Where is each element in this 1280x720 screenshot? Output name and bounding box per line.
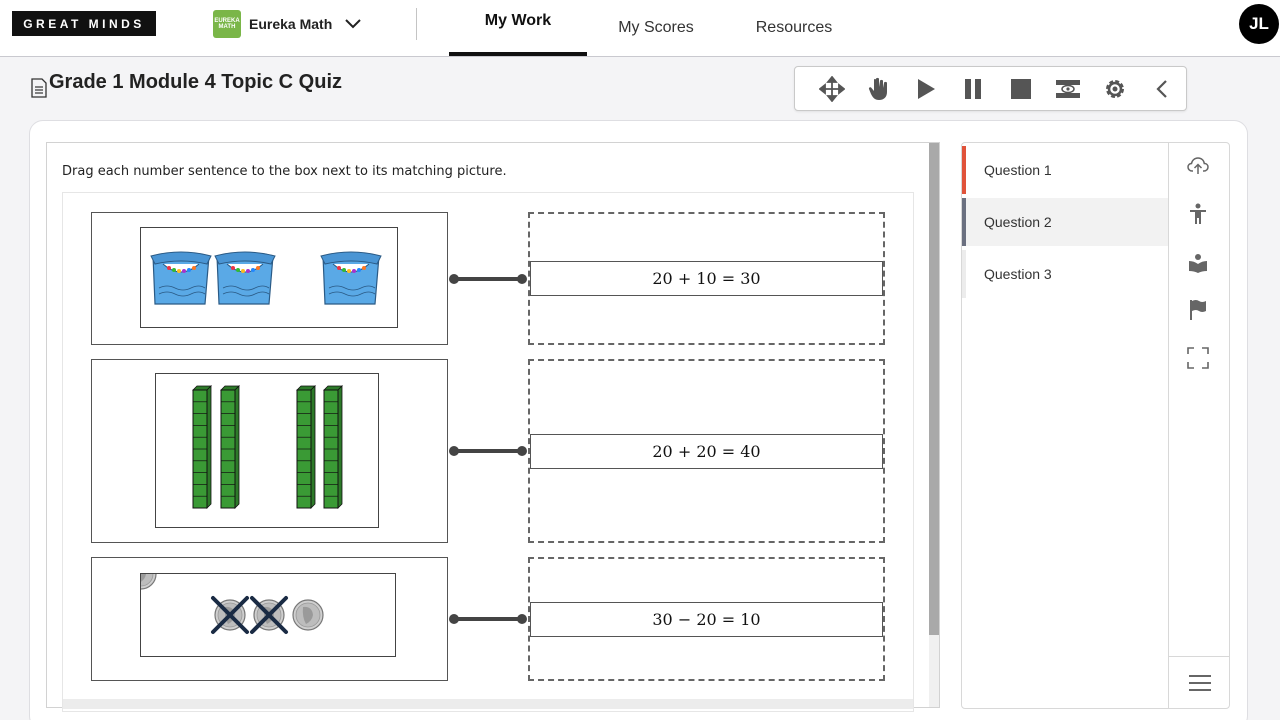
connector-line [454,277,522,281]
assessment-toolbar [794,66,1187,111]
product-switcher[interactable]: EUREKA MATH Eureka Math [213,10,366,38]
line-reader-icon[interactable] [1044,71,1091,107]
top-navigation: GREAT MINDS EUREKA MATH Eureka Math My W… [0,0,1280,57]
drop-zone-3[interactable] [528,557,885,681]
picture-card-crayon-boxes [91,212,448,345]
question-instruction: Drag each number sentence to the box nex… [62,164,507,179]
tab-resources[interactable]: Resources [755,19,833,36]
picture-frame [140,227,398,328]
answer-tile-2[interactable]: 20 + 20 = 40 [530,434,883,469]
connector-dot [517,274,527,284]
reader-book-icon[interactable] [1185,250,1211,276]
picture-frame [155,373,379,528]
tab-my-work[interactable]: My Work [449,0,587,56]
connector-line [454,617,522,621]
connector-dot [449,446,459,456]
connector-dot [449,274,459,284]
stop-icon[interactable] [997,71,1044,107]
connector-dot [517,614,527,624]
document-icon [31,78,47,103]
pointer-hand-icon[interactable] [855,71,902,107]
question-scrollbar[interactable] [929,143,939,707]
user-avatar[interactable]: JL [1239,4,1279,44]
connector-dot [449,614,459,624]
answer-tile-1[interactable]: 20 + 10 = 30 [530,261,883,296]
settings-gear-icon[interactable] [1092,71,1139,107]
drop-zone-1[interactable] [528,212,885,345]
picture-card-tens-rods [91,359,448,543]
drop-zone-2[interactable] [528,359,885,543]
connector-line [454,449,522,453]
answer-tile-3[interactable]: 30 − 20 = 10 [530,602,883,637]
flag-icon[interactable] [1185,297,1211,323]
collapse-chevron-icon[interactable] [1139,71,1186,107]
question-item-2[interactable]: Question 2 [962,198,1168,246]
nav-divider [416,8,417,40]
product-name: Eureka Math [249,16,333,32]
question-navigator-divider [1168,143,1169,709]
picture-card-dimes [91,557,448,681]
eureka-math-logo: EUREKA MATH [213,10,241,38]
scrollbar-thumb[interactable] [929,143,939,635]
tens-rods-picture [192,385,343,509]
question-item-1[interactable]: Question 1 [962,146,1168,194]
connector-dot [517,446,527,456]
fullscreen-icon[interactable] [1185,345,1211,371]
chevron-down-icon[interactable] [340,11,366,37]
picture-frame [125,558,396,657]
upload-cloud-icon[interactable] [1185,153,1211,179]
dimes-picture [125,558,324,634]
accessibility-icon[interactable] [1185,201,1211,227]
menu-hamburger-icon[interactable] [1169,656,1230,709]
pause-icon[interactable] [950,71,997,107]
move-icon[interactable] [808,71,855,107]
page-title: Grade 1 Module 4 Topic C Quiz [49,71,342,93]
great-minds-logo[interactable]: GREAT MINDS [12,11,156,36]
play-icon[interactable] [903,71,950,107]
tab-my-scores[interactable]: My Scores [618,19,694,36]
question-item-3[interactable]: Question 3 [962,250,1168,298]
crayon-boxes-picture [150,251,382,305]
work-area-footer [63,699,913,709]
